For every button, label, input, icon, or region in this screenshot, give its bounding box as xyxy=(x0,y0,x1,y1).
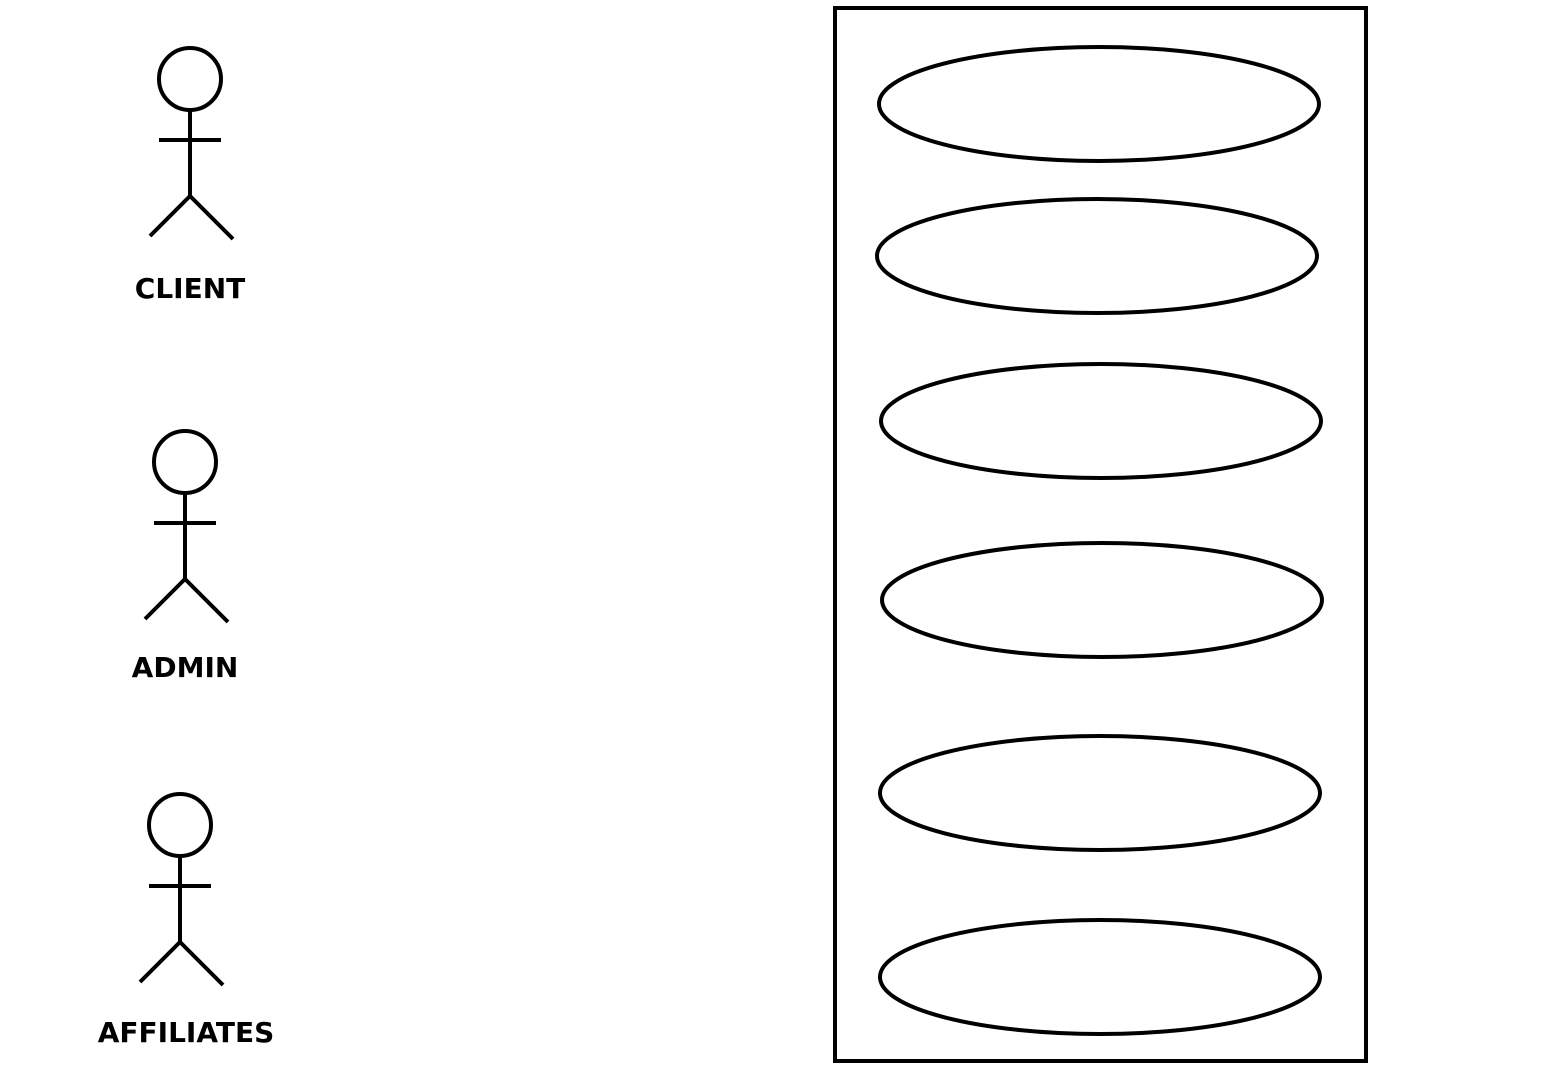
actor-head xyxy=(147,792,213,858)
actor-label-admin: ADMIN xyxy=(132,651,239,684)
system-boundary xyxy=(833,6,1368,1063)
actor-head xyxy=(152,429,218,495)
actor-right-leg xyxy=(183,577,230,624)
use-case-5 xyxy=(878,734,1322,852)
actor-client xyxy=(148,46,235,241)
use-case-4 xyxy=(880,541,1324,659)
use-case-1 xyxy=(877,45,1321,163)
use-case-6 xyxy=(878,918,1322,1036)
use-case-2 xyxy=(875,197,1319,315)
actor-label-affiliates: AFFILIATES xyxy=(98,1016,275,1049)
actor-head xyxy=(157,46,223,112)
actor-right-leg xyxy=(178,940,225,987)
actor-right-leg xyxy=(188,194,235,241)
actor-label-client: CLIENT xyxy=(135,272,245,305)
actor-left-leg xyxy=(138,940,182,984)
actor-left-leg xyxy=(143,577,187,621)
actor-affiliates xyxy=(138,792,225,987)
actor-left-leg xyxy=(148,194,192,238)
use-case-3 xyxy=(879,362,1323,480)
actor-admin xyxy=(143,429,230,624)
